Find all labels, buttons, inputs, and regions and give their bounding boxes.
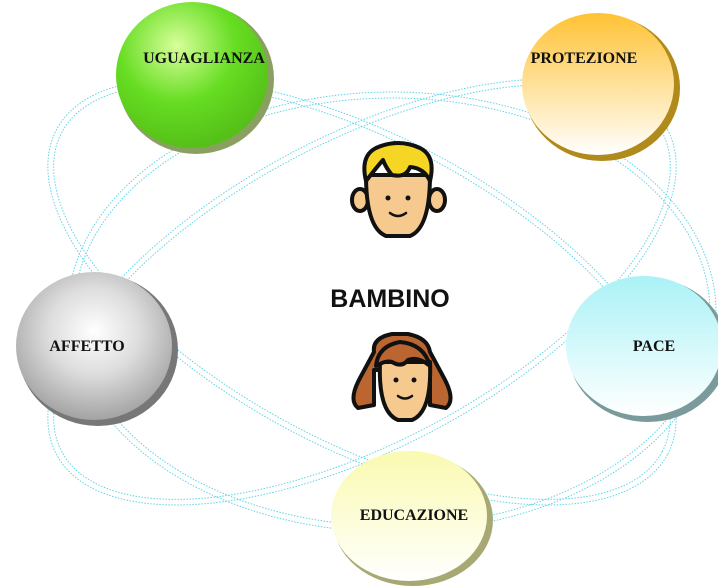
- boy-left-eye: [385, 195, 391, 201]
- node-pace: PACE: [566, 276, 718, 422]
- node-uguaglianza-label: UGUAGLIANZA: [143, 50, 265, 67]
- girl-face: [377, 360, 433, 422]
- node-pace-bubble: [566, 276, 718, 416]
- node-affetto-bubble: [16, 272, 172, 420]
- boy-right-eye: [405, 195, 411, 201]
- girl-icon: [351, 332, 453, 422]
- boy-face: [364, 173, 432, 238]
- node-protezione: PROTEZIONE: [522, 13, 680, 161]
- boy-hair: [362, 141, 434, 183]
- girl-left-eye: [393, 377, 399, 383]
- girl-bangs: [374, 340, 432, 368]
- boy-mouth: [388, 211, 408, 218]
- node-educazione-label: EDUCAZIONE: [360, 507, 468, 524]
- node-uguaglianza-bubble: [116, 2, 268, 148]
- node-affetto: AFFETTO: [16, 272, 178, 426]
- node-pace-label: PACE: [633, 338, 675, 355]
- node-protezione-bubble: [522, 13, 674, 155]
- node-educazione: EDUCAZIONE: [331, 451, 493, 586]
- boy-right-ear: [427, 187, 447, 213]
- node-educazione-bubble: [331, 451, 487, 581]
- node-protezione-label: PROTEZIONE: [531, 50, 638, 67]
- node-uguaglianza: UGUAGLIANZA: [116, 2, 274, 154]
- girl-right-eye: [411, 377, 417, 383]
- node-affetto-label: AFFETTO: [49, 338, 124, 355]
- boy-icon: [350, 141, 447, 238]
- center-label: BAMBINO: [330, 285, 449, 313]
- girl-mouth: [396, 394, 414, 400]
- girl-hair-back: [351, 332, 453, 410]
